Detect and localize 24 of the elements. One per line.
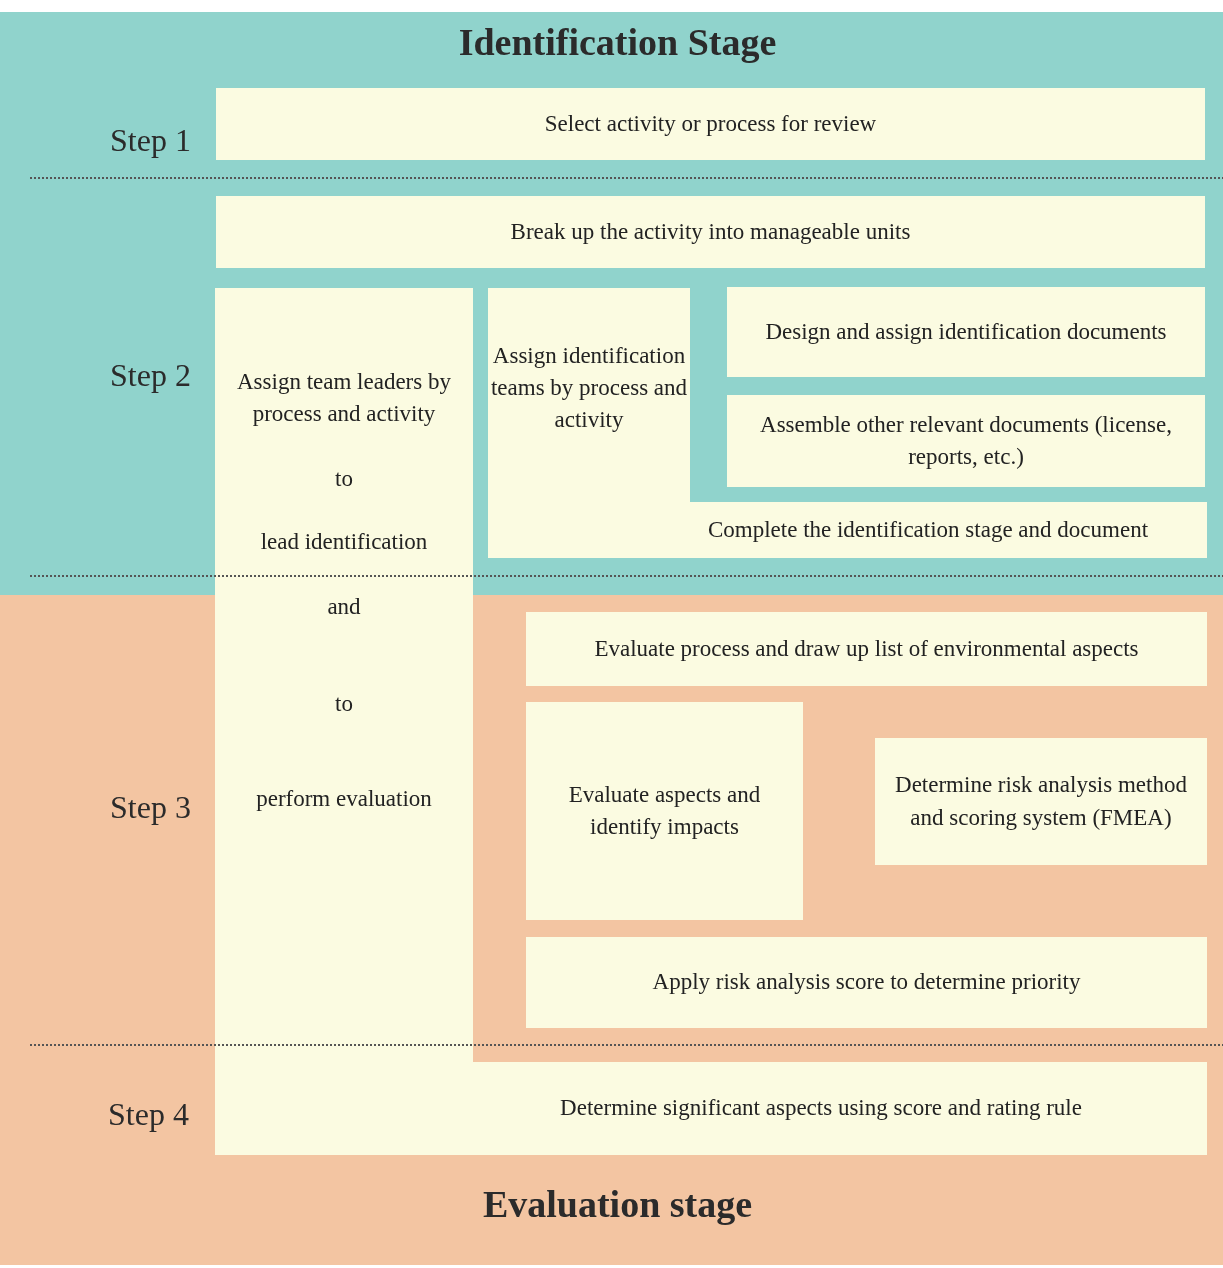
process-box: Select activity or process for review [216, 88, 1205, 160]
process-box: Design and assign identification documents [727, 287, 1205, 377]
stage-heading: Evaluation stage [481, 1182, 754, 1226]
step-text: Assign identification teams by process and activity [489, 342, 689, 435]
stage-heading: Identification Stage [457, 20, 778, 64]
step-label: Step 1 [110, 122, 191, 159]
process-box: Apply risk analysis score to determine priority [526, 937, 1207, 1028]
process-box: Evaluate aspects and identify impacts [526, 702, 803, 920]
process-box: Assemble other relevant documents (license, reports, etc.) [727, 395, 1205, 487]
process-box: Evaluate process and draw up list of environmental aspects [526, 612, 1207, 686]
process-box: Break up the activity into manageable units [216, 196, 1205, 268]
step-text: perform evaluation [255, 785, 433, 813]
step-label: Step 2 [110, 357, 191, 394]
team-leader-column [215, 288, 473, 1063]
step-text: and [326, 593, 362, 621]
process-box: Determine significant aspects using score and rating rule [215, 1062, 1207, 1155]
step-label: Step 3 [110, 789, 191, 826]
step-text: to [334, 690, 354, 718]
step-label: Step 4 [108, 1096, 189, 1133]
step-text: Complete the identification stage and document [706, 516, 1150, 544]
step-text: to [334, 465, 354, 493]
step-text: Assign team leaders by process and activity [236, 368, 452, 429]
step-text: lead identification [259, 528, 429, 556]
process-box: Determine risk analysis method and scoring system (FMEA) [875, 738, 1207, 865]
